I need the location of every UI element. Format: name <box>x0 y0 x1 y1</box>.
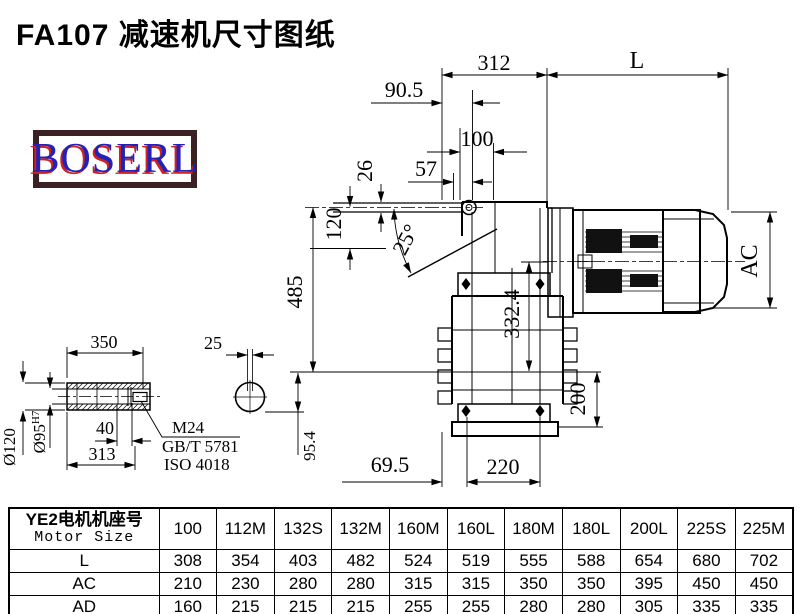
cell: 215 <box>216 595 275 614</box>
motor-outline <box>547 207 728 318</box>
cell: 280 <box>504 595 563 614</box>
cell: 280 <box>331 572 390 596</box>
cell: 308 <box>158 549 218 573</box>
dim-d120-label: Ø120 <box>0 428 19 466</box>
cell: 280 <box>561 595 621 614</box>
cell: 335 <box>734 595 794 614</box>
col-header: 180M <box>504 507 563 550</box>
cell: 555 <box>504 549 563 573</box>
boserl-logo: BOSERL <box>31 130 199 188</box>
dim-26-label: 26 <box>352 160 377 182</box>
cell: 350 <box>504 572 563 596</box>
dimension-lines <box>290 68 777 487</box>
dim-220-label: 220 <box>487 454 520 479</box>
dim-312-label: 312 <box>478 50 511 75</box>
dim-d95-value: Ø95 <box>30 424 49 453</box>
page-title: FA107 减速机尺寸图纸 <box>16 19 336 52</box>
cell: 335 <box>677 595 736 614</box>
cell: 519 <box>446 549 506 573</box>
dim-57-label: 57 <box>415 156 437 181</box>
row-label: AD <box>8 595 160 614</box>
dim-angle-25-label: 25° <box>387 220 424 259</box>
row-label: L <box>8 549 160 573</box>
cell: 230 <box>216 572 275 596</box>
cell: 215 <box>273 595 333 614</box>
dim-200-label: 200 <box>565 383 590 416</box>
dim-40-label: 40 <box>96 418 114 438</box>
cell: 215 <box>331 595 390 614</box>
boserl-logo-text: BOSERL <box>31 136 199 182</box>
table-header-row: YE2电机机座号 Motor Size 100 112M 132S 132M 1… <box>8 507 794 550</box>
col-header: 180L <box>561 507 621 550</box>
cell: 395 <box>619 572 679 596</box>
col-header: 225M <box>734 507 794 550</box>
dim-120-label: 120 <box>321 208 346 241</box>
cell: 350 <box>561 572 621 596</box>
cell: 680 <box>677 549 736 573</box>
col-header: 112M <box>216 507 275 550</box>
dim-350-label: 350 <box>91 332 118 352</box>
table-row-L: L 308 354 403 482 524 519 555 588 654 68… <box>8 549 794 573</box>
gearbox-housing-outline <box>407 201 564 437</box>
shaft-dimension-labels: 350 25 Ø120 Ø95H7 40 313 95.4 M24 GB/T 5… <box>0 332 319 474</box>
housing-cooling-ribs <box>437 327 578 405</box>
header-motor-size-en: Motor Size <box>34 529 135 547</box>
cell: 403 <box>273 549 333 573</box>
cell: 280 <box>273 572 333 596</box>
dim-332-4-label: 332.4 <box>499 289 524 339</box>
flange-bolt-markers <box>461 278 545 417</box>
bolt-spec-iso: ISO 4018 <box>164 455 230 474</box>
table-row-AC: AC 210 230 280 280 315 315 350 350 395 4… <box>8 572 794 596</box>
cell: 255 <box>446 595 506 614</box>
dim-L-label: L <box>630 48 645 74</box>
shaft-dimension-lines <box>19 347 304 470</box>
col-header: 100 <box>158 507 218 550</box>
dim-69-5-label: 69.5 <box>371 452 410 477</box>
cell: 482 <box>331 549 390 573</box>
input-shaft <box>305 199 483 216</box>
col-header: 225S <box>677 507 736 550</box>
table-row-AD: AD 160 215 215 215 255 255 280 280 305 3… <box>8 595 794 614</box>
cell: 450 <box>677 572 736 596</box>
row-label: AC <box>8 572 160 596</box>
dim-d95-label: Ø95H7 <box>30 410 49 453</box>
dim-95-4-label: 95.4 <box>300 431 319 461</box>
dim-d95-tolerance: H7 <box>30 410 42 424</box>
cell: 315 <box>389 572 448 596</box>
col-header: 132M <box>331 507 390 550</box>
cell: 210 <box>158 572 218 596</box>
cell: 524 <box>389 549 448 573</box>
cell: 315 <box>446 572 506 596</box>
col-header: 200L <box>619 507 679 550</box>
hollow-shaft-view <box>58 349 267 438</box>
bolt-spec-gbt: GB/T 5781 <box>162 437 239 456</box>
bolt-spec-m24: M24 <box>172 418 205 437</box>
cell: 654 <box>619 549 679 573</box>
col-header: 160M <box>389 507 448 550</box>
dim-485-label: 485 <box>282 276 307 309</box>
col-header: 160L <box>446 507 506 550</box>
header-motor-size-cn: YE2电机机座号 <box>25 509 143 529</box>
dim-313-label: 313 <box>89 444 116 464</box>
cell: 588 <box>561 549 621 573</box>
motor-cooling-fins <box>577 229 663 293</box>
dim-90-5-label: 90.5 <box>385 77 424 102</box>
gearbox-drawing: 312 L 90.5 100 57 26 120 485 25° 332.4 A… <box>0 48 777 487</box>
dim-100-label: 100 <box>461 126 494 151</box>
cell: 255 <box>389 595 448 614</box>
cell: 160 <box>158 595 218 614</box>
dim-AC-label: AC <box>737 244 763 277</box>
motor-dimension-table: YE2电机机座号 Motor Size 100 112M 132S 132M 1… <box>8 507 794 614</box>
cell: 354 <box>216 549 275 573</box>
col-header: 132S <box>273 507 333 550</box>
header-motor-size: YE2电机机座号 Motor Size <box>8 507 160 550</box>
dim-25-label: 25 <box>204 333 222 353</box>
dimension-labels: 312 L 90.5 100 57 26 120 485 25° 332.4 A… <box>282 48 763 479</box>
cell: 305 <box>619 595 679 614</box>
cell: 450 <box>734 572 794 596</box>
cell: 702 <box>734 549 794 573</box>
